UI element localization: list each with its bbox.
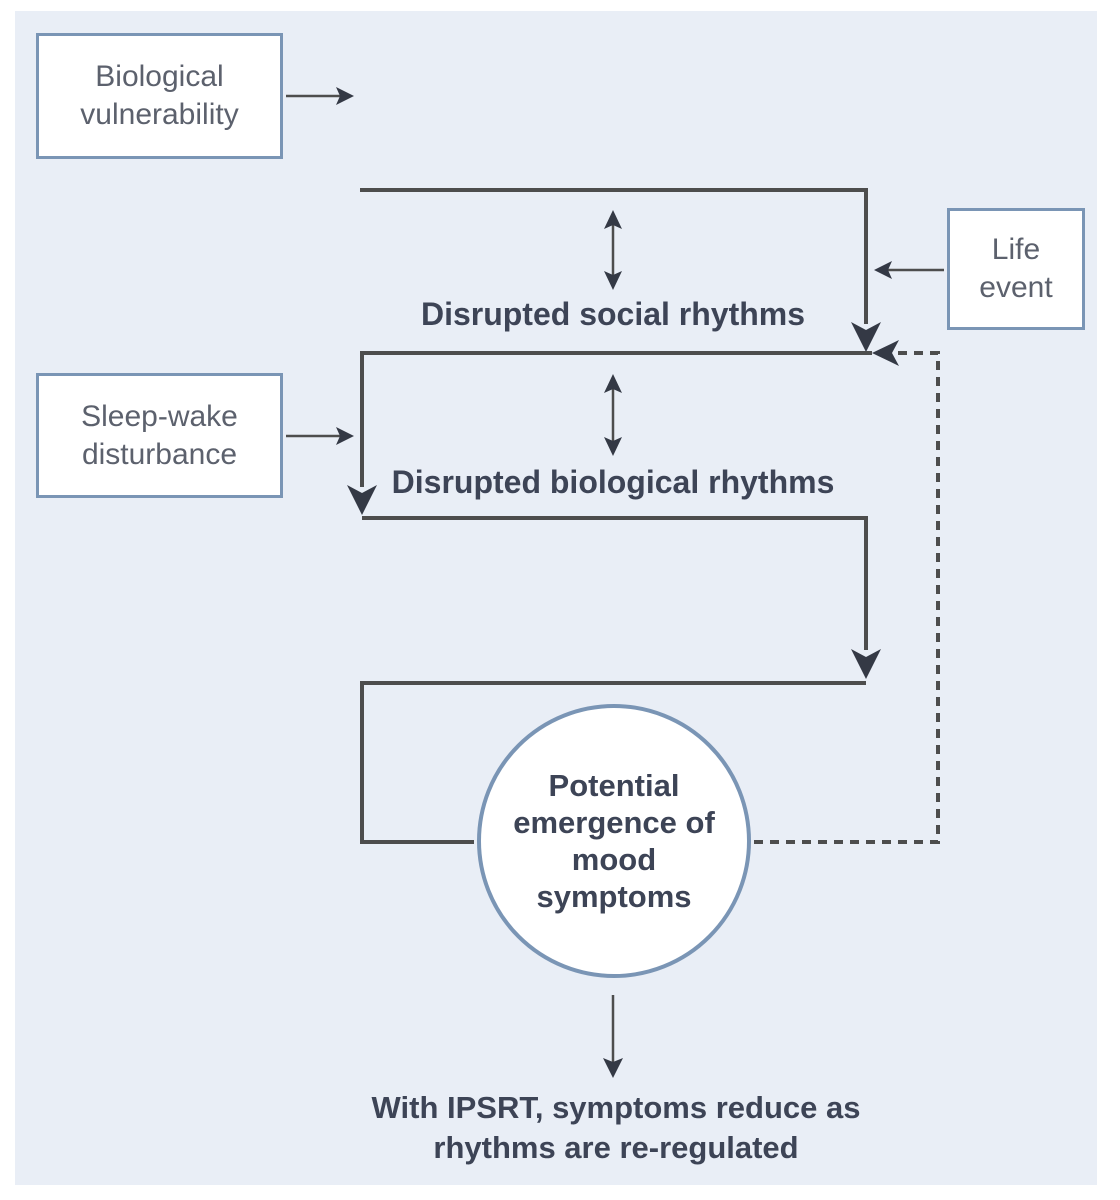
arrow-biological-vulnerability-icon bbox=[286, 87, 354, 105]
bidirectional-arrow-biological-icon bbox=[604, 374, 622, 456]
diagram-background-panel bbox=[15, 11, 1097, 1185]
flow-line-social-down-arrow-icon bbox=[347, 351, 872, 515]
flow-line-biological-down-arrow-icon bbox=[362, 516, 881, 679]
sleep-wake-disturbance-box: Sleep-wake disturbance bbox=[36, 373, 283, 498]
flow-line-into-circle-icon bbox=[360, 681, 866, 844]
arrow-life-event-icon bbox=[874, 261, 944, 279]
disrupted-social-rhythms-label: Disrupted social rhythms bbox=[420, 296, 806, 332]
feedback-dashed-arrow-icon bbox=[754, 340, 940, 844]
flow-line-top-down-arrow-icon bbox=[360, 188, 881, 352]
life-event-box: Life event bbox=[947, 208, 1085, 330]
ipsrt-outcome-label: With IPSRT, symptoms reduce as rhythms a… bbox=[371, 1090, 861, 1165]
biological-vulnerability-box: Biological vulnerability bbox=[36, 33, 283, 159]
bidirectional-arrow-social-icon bbox=[604, 210, 622, 290]
arrow-to-outcome-icon bbox=[603, 995, 623, 1078]
disrupted-biological-rhythms-label: Disrupted biological rhythms bbox=[391, 464, 835, 500]
arrow-sleep-wake-icon bbox=[286, 427, 354, 445]
mood-symptoms-circle: Potential emergence of mood symptoms bbox=[477, 704, 751, 978]
